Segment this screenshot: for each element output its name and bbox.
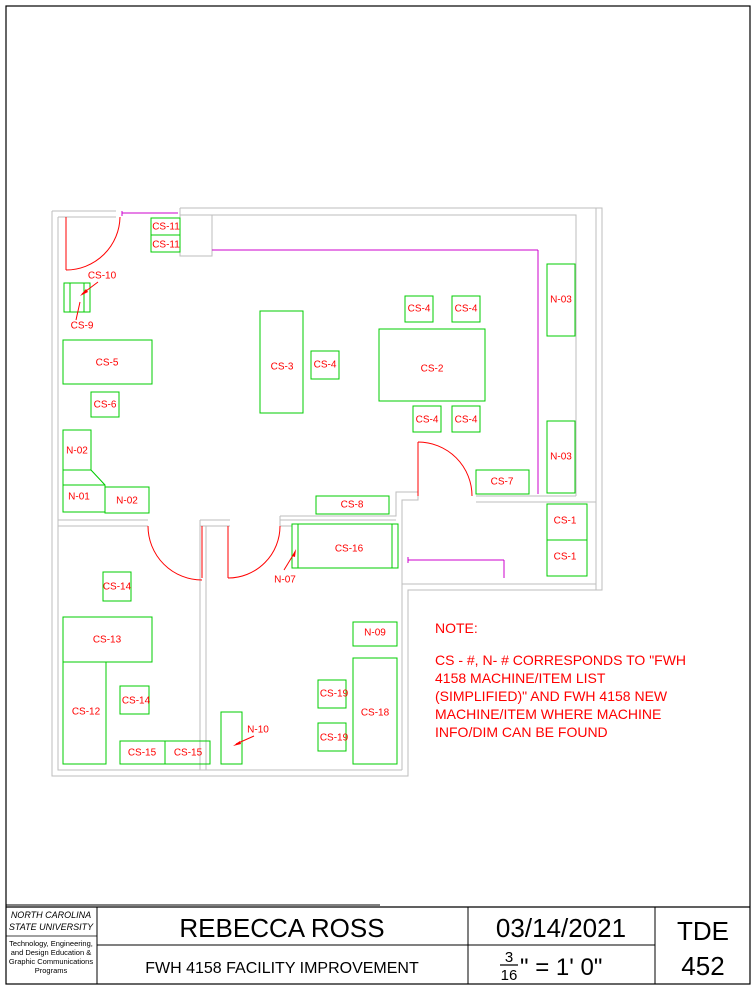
note-line-4: MACHINE/ITEM WHERE MACHINE bbox=[435, 706, 661, 722]
equip-cs10 bbox=[63, 282, 91, 313]
label-cs6: CS-6 bbox=[94, 400, 117, 411]
label-n02b: N-02 bbox=[116, 496, 138, 507]
department-line4: Programs bbox=[35, 966, 68, 975]
equip-cs14b bbox=[119, 685, 150, 715]
equip-n03b bbox=[546, 420, 576, 494]
department-line1: Technology, Engineering, bbox=[9, 939, 93, 948]
scale-value: " = 1' 0" bbox=[520, 954, 602, 981]
label-cs1b: CS-1 bbox=[554, 552, 577, 563]
note-line-5: INFO/DIM CAN BE FOUND bbox=[435, 724, 608, 740]
scale-numerator: 3 bbox=[505, 949, 513, 966]
label-cs4d: CS-4 bbox=[416, 415, 439, 426]
label-cs11b: CS-11 bbox=[152, 240, 180, 251]
label-cs2: CS-2 bbox=[421, 364, 444, 375]
note-block: NOTE: CS - #, N- # CORRESPONDS TO "FWH 4… bbox=[435, 620, 686, 740]
university-name-line2: STATE UNIVERSITY bbox=[9, 922, 94, 932]
label-cs18: CS-18 bbox=[361, 708, 390, 719]
label-cs15b: CS-15 bbox=[174, 748, 203, 759]
equip-cs4d bbox=[412, 405, 442, 433]
label-n09: N-09 bbox=[364, 628, 386, 639]
label-cs4c: CS-4 bbox=[455, 304, 478, 315]
sheet-border bbox=[5, 5, 751, 985]
equip-n03a bbox=[546, 263, 576, 337]
label-cs15a: CS-15 bbox=[128, 748, 157, 759]
equip-cs14a bbox=[102, 571, 132, 602]
equip-cs7 bbox=[475, 469, 530, 495]
title-block: NORTH CAROLINA STATE UNIVERSITY Technolo… bbox=[6, 904, 750, 984]
equipment-labels: CS-11 CS-11 CS-10 CS-9 CS-5 CS-6 N-02 N-… bbox=[66, 222, 577, 759]
equip-cs8 bbox=[315, 495, 390, 515]
course-code: TDE bbox=[677, 916, 729, 946]
equip-cs1b bbox=[546, 539, 588, 577]
note-line-3: (SIMPLIFIED)" AND FWH 4158 NEW bbox=[435, 688, 668, 704]
label-n10: N-10 bbox=[247, 725, 269, 736]
equip-cs16 bbox=[291, 523, 399, 569]
department-line2: and Design Education & bbox=[11, 948, 91, 957]
magenta-lines bbox=[121, 211, 539, 578]
equip-cs5 bbox=[62, 339, 153, 385]
label-cs10: CS-10 bbox=[88, 271, 117, 282]
label-cs12: CS-12 bbox=[72, 707, 101, 718]
label-cs5: CS-5 bbox=[96, 358, 119, 369]
drawing-date: 03/14/2021 bbox=[496, 913, 626, 943]
leader-arrows bbox=[75, 281, 296, 746]
course-number: 452 bbox=[681, 951, 724, 981]
label-n03a: N-03 bbox=[550, 295, 572, 306]
label-cs7: CS-7 bbox=[491, 477, 514, 488]
equip-cs11b bbox=[150, 234, 181, 253]
equip-cs9 bbox=[69, 282, 85, 313]
label-cs19a: CS-19 bbox=[320, 689, 349, 700]
note-line-1: CS - #, N- # CORRESPONDS TO "FWH bbox=[435, 652, 686, 668]
label-n01: N-01 bbox=[68, 492, 90, 503]
university-name-line1: NORTH CAROLINA bbox=[11, 910, 91, 920]
scale-denominator: 16 bbox=[501, 967, 518, 984]
equip-cs4a bbox=[310, 350, 340, 380]
label-n03b: N-03 bbox=[550, 452, 572, 463]
project-title: FWH 4158 FACILITY IMPROVEMENT bbox=[145, 960, 419, 977]
label-cs9: CS-9 bbox=[71, 321, 94, 332]
equip-cs4b bbox=[404, 295, 434, 323]
note-line-2: 4158 MACHINE/ITEM LIST bbox=[435, 670, 606, 686]
equip-cs6 bbox=[90, 391, 120, 418]
department-line3: Graphic Communications bbox=[9, 957, 93, 966]
equip-cs19b bbox=[317, 722, 347, 752]
equip-cs2 bbox=[378, 328, 486, 402]
label-cs11a: CS-11 bbox=[152, 222, 180, 233]
equip-cs4c bbox=[451, 295, 481, 323]
equip-n10 bbox=[220, 711, 243, 765]
label-cs8: CS-8 bbox=[341, 500, 364, 511]
equip-n02b bbox=[104, 486, 150, 514]
label-cs13: CS-13 bbox=[93, 635, 122, 646]
author-name: REBECCA ROSS bbox=[179, 913, 384, 943]
equip-cs19a bbox=[317, 679, 347, 709]
label-cs4e: CS-4 bbox=[455, 415, 478, 426]
label-cs14b: CS-14 bbox=[122, 696, 151, 707]
equip-cs4e bbox=[451, 405, 481, 433]
equip-n09 bbox=[352, 621, 398, 647]
note-heading: NOTE: bbox=[435, 620, 478, 636]
label-cs4b: CS-4 bbox=[408, 304, 431, 315]
label-n02a: N-02 bbox=[66, 446, 88, 457]
walls bbox=[51, 207, 603, 777]
label-n07: N-07 bbox=[274, 575, 296, 586]
equipment bbox=[62, 217, 588, 765]
label-cs3: CS-3 bbox=[271, 362, 294, 373]
doors bbox=[65, 216, 473, 581]
label-cs19b: CS-19 bbox=[320, 733, 349, 744]
equip-cs18 bbox=[352, 657, 398, 765]
label-cs14a: CS-14 bbox=[103, 582, 132, 593]
equip-cs12 bbox=[62, 661, 107, 765]
label-cs4a: CS-4 bbox=[314, 360, 337, 371]
equip-cs15b bbox=[164, 740, 211, 765]
equip-cs13 bbox=[62, 616, 153, 663]
label-cs16: CS-16 bbox=[335, 544, 364, 555]
equip-cs3 bbox=[259, 310, 304, 414]
label-cs1a: CS-1 bbox=[554, 516, 577, 527]
